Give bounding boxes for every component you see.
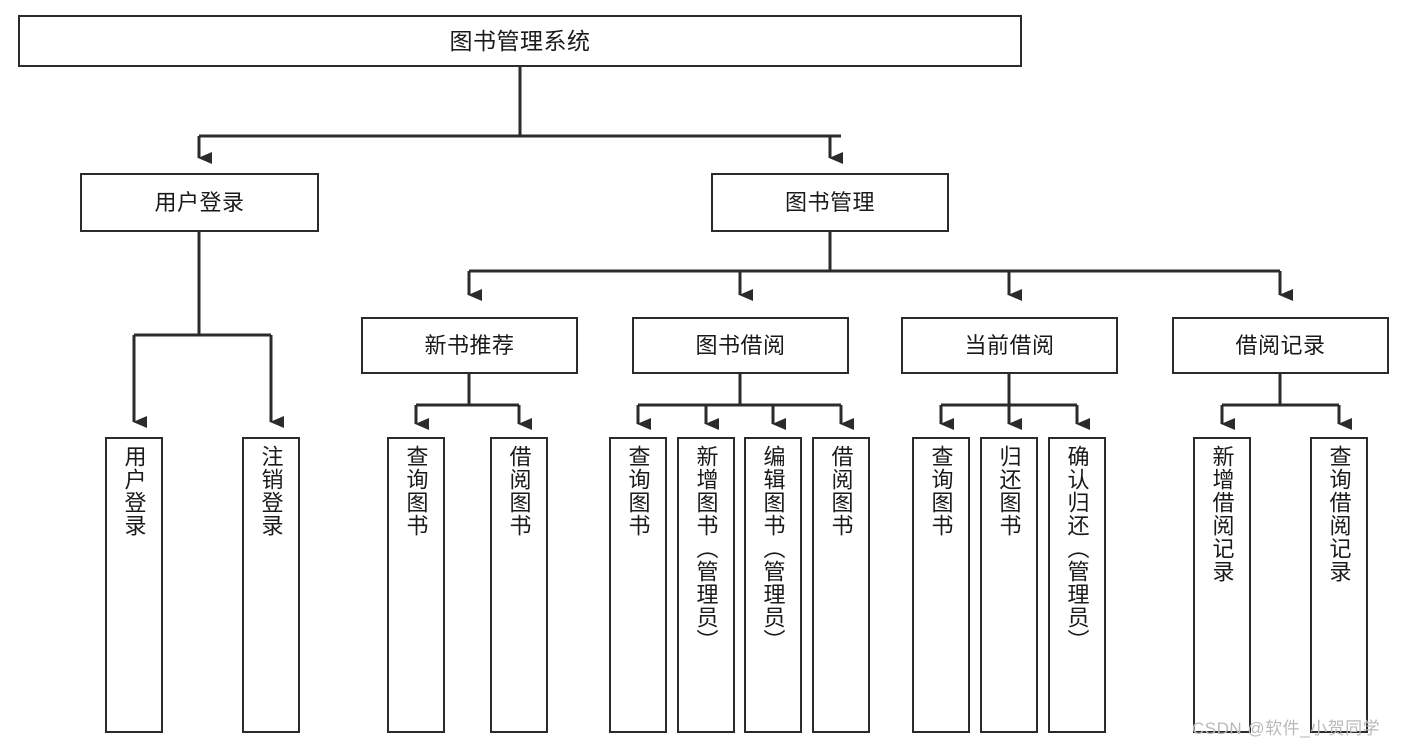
leaf-edit-book-admin[interactable]: 编辑图书（管理员） [744, 437, 802, 733]
leaf-add-borrow-record[interactable]: 新增借阅记录 [1193, 437, 1251, 733]
node-new-book-recommend[interactable]: 新书推荐 [361, 317, 578, 374]
node-label: 确认归还（管理员） [1064, 445, 1090, 652]
node-book-borrow[interactable]: 图书借阅 [632, 317, 849, 374]
leaf-user-login[interactable]: 用户登录 [105, 437, 163, 733]
leaf-return-book[interactable]: 归还图书 [980, 437, 1038, 733]
node-label: 查询图书 [625, 445, 651, 537]
node-label: 用户登录 [121, 445, 147, 537]
node-label: 新增借阅记录 [1209, 445, 1235, 583]
node-user-login[interactable]: 用户登录 [80, 173, 319, 232]
node-label: 注销登录 [258, 445, 284, 537]
node-label: 归还图书 [996, 445, 1022, 537]
node-label: 新书推荐 [424, 332, 515, 358]
leaf-query-book-current[interactable]: 查询图书 [912, 437, 970, 733]
node-label: 查询图书 [403, 445, 429, 537]
node-label: 查询借阅记录 [1326, 445, 1352, 583]
node-label: 借阅图书 [828, 445, 854, 537]
leaf-add-book-admin[interactable]: 新增图书（管理员） [677, 437, 735, 733]
node-borrow-record[interactable]: 借阅记录 [1172, 317, 1389, 374]
node-label: 图书管理 [784, 189, 875, 215]
leaf-logout[interactable]: 注销登录 [242, 437, 300, 733]
node-book-management[interactable]: 图书管理 [711, 173, 949, 232]
leaf-query-book[interactable]: 查询图书 [609, 437, 667, 733]
node-current-borrow[interactable]: 当前借阅 [901, 317, 1118, 374]
leaf-borrow-book-new[interactable]: 借阅图书 [490, 437, 548, 733]
node-label: 编辑图书（管理员） [760, 445, 786, 652]
leaf-confirm-return-admin[interactable]: 确认归还（管理员） [1048, 437, 1106, 733]
node-root-system[interactable]: 图书管理系统 [18, 15, 1022, 67]
node-label: 当前借阅 [964, 332, 1055, 358]
watermark: CSDN @软件_小贺同学 [1192, 719, 1381, 738]
leaf-borrow-book[interactable]: 借阅图书 [812, 437, 870, 733]
node-label: 新增图书（管理员） [693, 445, 719, 652]
leaf-query-book-new[interactable]: 查询图书 [387, 437, 445, 733]
node-label: 借阅图书 [506, 445, 532, 537]
node-label: 图书管理系统 [449, 27, 591, 54]
node-label: 图书借阅 [695, 332, 786, 358]
node-label: 借阅记录 [1235, 332, 1326, 358]
leaf-query-borrow-record[interactable]: 查询借阅记录 [1310, 437, 1368, 733]
node-label: 查询图书 [928, 445, 954, 537]
node-label: 用户登录 [154, 189, 245, 215]
